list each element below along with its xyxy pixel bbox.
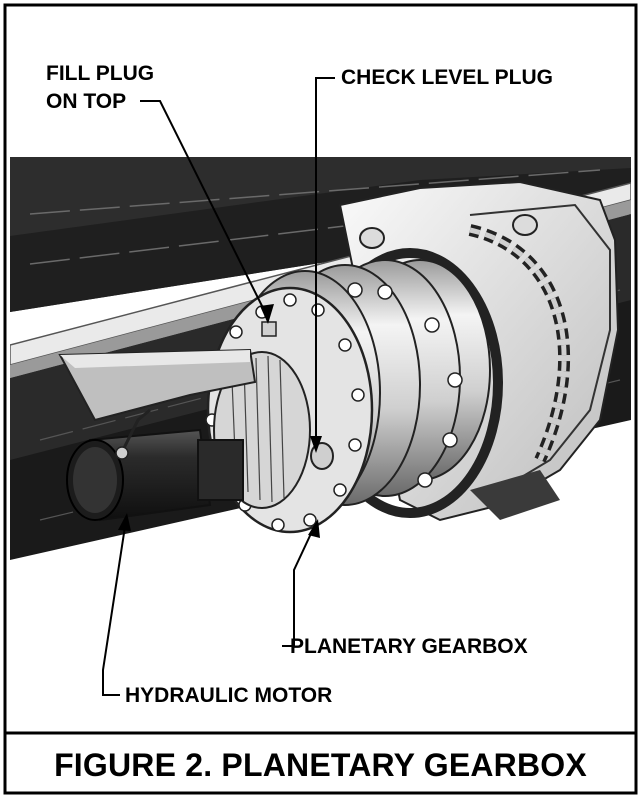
- leader-lines: [102, 77, 335, 696]
- label-hydraulic-motor: HYDRAULIC MOTOR: [125, 684, 332, 707]
- leader-fill-plug: [140, 100, 269, 319]
- fill-plug: [261, 321, 277, 337]
- label-planetary-gearbox: PLANETARY GEARBOX: [290, 635, 528, 658]
- label-fill-plug-line1: FILL PLUG: [46, 62, 154, 85]
- planetary-gearbox: [205, 259, 491, 534]
- gearbox-illustration: [10, 157, 631, 720]
- figure-caption: FIGURE 2. PLANETARY GEARBOX: [54, 746, 587, 783]
- leader-arrowheads: [118, 304, 322, 538]
- label-fill-plug-line2: ON TOP: [46, 90, 126, 113]
- hydraulic-motor: [66, 408, 244, 522]
- leader-check-level-plug: [315, 77, 335, 447]
- label-check-level-plug: CHECK LEVEL PLUG: [341, 66, 553, 89]
- leader-planetary-gearbox: [282, 524, 316, 647]
- leader-hydraulic-motor: [102, 519, 127, 696]
